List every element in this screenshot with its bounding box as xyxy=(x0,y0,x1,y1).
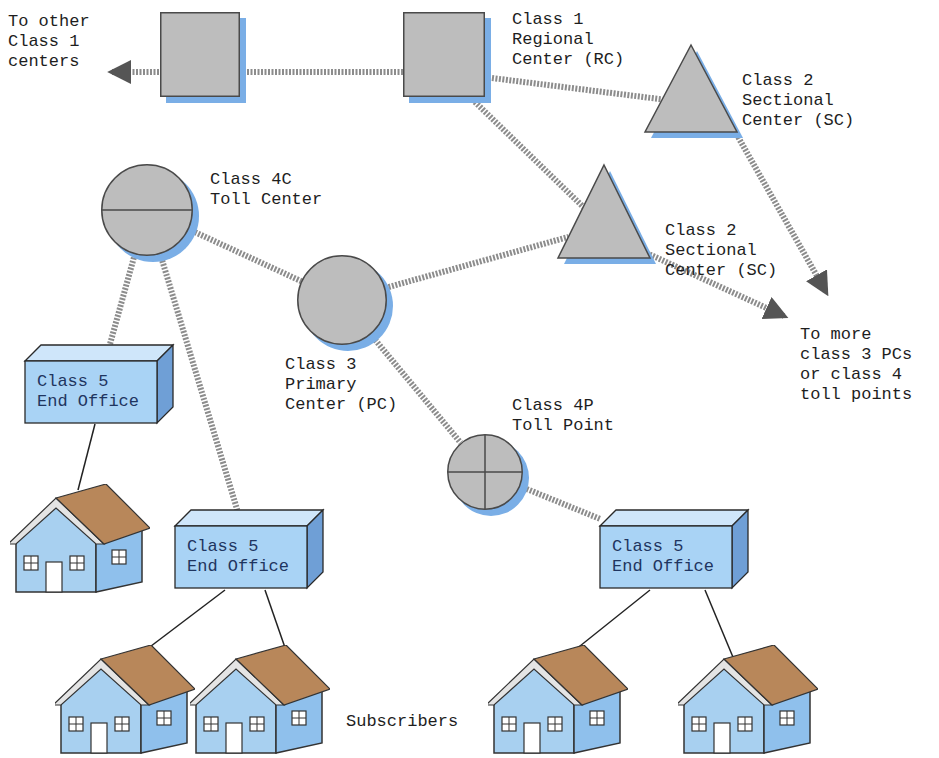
node-label: Class 4C Toll Center xyxy=(210,170,327,210)
end-office-box: Class 5 End Office xyxy=(600,510,748,588)
primary-center-circle-outline xyxy=(297,255,387,345)
class1-center-square xyxy=(160,12,240,97)
sectional-center-triangle-outline xyxy=(558,165,650,258)
trunk-connector xyxy=(470,97,583,207)
group-caption: Subscribers xyxy=(346,712,468,732)
sectional-center-triangle: Class 2 Sectional Center (SC) xyxy=(645,45,737,132)
trunk-note: To other Class 1 centers xyxy=(8,12,105,72)
node-label: Class 2 Sectional Center (SC) xyxy=(665,221,782,281)
house-icon xyxy=(8,484,150,592)
house-icon xyxy=(53,645,195,753)
node-label: Class 5 End Office xyxy=(37,372,144,412)
trunk-connector xyxy=(385,237,568,288)
toll-center-circle-outline xyxy=(101,164,193,256)
end-office-box: Class 5 End Office xyxy=(25,345,173,423)
trunk-connector xyxy=(520,486,600,519)
toll-point-circle-outline xyxy=(447,434,523,510)
trunk-connector xyxy=(485,77,662,99)
primary-center-circle: Class 3 Primary Center (PC) xyxy=(297,255,387,345)
sectional-center-triangle: Class 2 Sectional Center (SC) xyxy=(558,165,650,258)
node-label: Class 5 End Office xyxy=(612,537,719,577)
trunk-connector xyxy=(110,254,135,345)
node-label: Class 2 Sectional Center (SC) xyxy=(742,71,859,131)
trunk-note: To more class 3 PCs or class 4 toll poin… xyxy=(800,325,917,405)
regional-center-square: Class 1 Regional Center (RC) xyxy=(403,12,485,97)
end-office-box: Class 5 End Office xyxy=(175,510,323,588)
trunk-connector xyxy=(240,69,403,75)
class1-center-square-outline xyxy=(160,12,240,97)
node-label: Class 3 Primary Center (PC) xyxy=(285,355,402,415)
trunk-connector xyxy=(371,335,461,443)
node-label: Class 1 Regional Center (RC) xyxy=(512,10,629,70)
local-loop xyxy=(705,590,735,662)
toll-center-circle: Class 4C Toll Center xyxy=(101,164,193,256)
node-label: Class 4P Toll Point xyxy=(512,396,629,436)
node-label: Class 5 End Office xyxy=(187,537,294,577)
trunk-connector xyxy=(189,229,302,281)
toll-point-circle: Class 4P Toll Point xyxy=(447,434,523,510)
sectional-center-triangle-outline xyxy=(645,45,737,132)
trunk-arrow xyxy=(112,69,159,75)
subscriber-lines xyxy=(78,424,735,662)
house-icon xyxy=(486,645,628,753)
house-icon xyxy=(676,645,818,753)
local-loop xyxy=(78,424,95,490)
house-icon xyxy=(188,645,330,753)
regional-center-square-outline xyxy=(403,12,485,97)
subscriber-houses xyxy=(8,484,818,753)
